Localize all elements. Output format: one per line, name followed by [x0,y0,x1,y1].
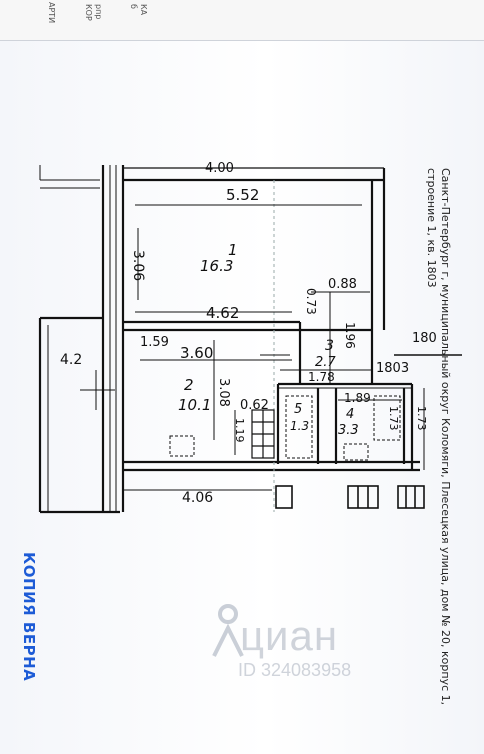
dim-room1-width: 4.62 [206,304,239,322]
watermark-brand: циан [240,612,339,659]
dim-0-88: 0.88 [328,277,357,292]
dim-1-78: 1.78 [308,370,335,384]
lower-grid-blocks [275,485,425,509]
dim-balcony: 4.2 [60,352,82,368]
dim-1-19: 1.19 [233,418,246,443]
room2-area: 10.1 [178,396,211,414]
watermark-id: ID 324083958 [238,660,352,680]
apartment-number-label: 1803 [376,361,409,376]
room5-number: 5 [294,402,302,417]
room2-number: 2 [184,376,194,394]
dim-1-89: 1.89 [344,391,371,405]
address-line-1: Санкт-Петербург г, муниципальный округ К… [439,168,452,706]
room3-area: 2.7 [315,355,336,370]
room3-number: 3 [325,338,334,354]
dim-0-73: 0.73 [304,288,318,315]
dim-1-73-right: 1.73 [415,406,428,431]
dim-0-62: 0.62 [240,398,269,413]
room1-area: 16.3 [200,257,233,275]
room4-area: 3.3 [338,423,359,438]
address-block: Санкт-Петербург г, муниципальный округ К… [424,168,452,705]
dim-3-08: 3.08 [216,378,231,407]
room5-area: 1.3 [290,419,309,433]
dim-1-73: 1.73 [387,406,400,431]
kitchen-stove [251,409,275,459]
dim-top-width: 5.52 [226,186,259,204]
address-line-2: строение 1, кв. 1803 [425,168,438,288]
apartment-number-label-partial: 180 [412,331,437,346]
dim-left-height: 3.06 [130,250,146,281]
room4-number: 4 [346,407,354,422]
cian-logo-icon [212,604,244,657]
dim-1-59: 1.59 [140,335,169,350]
dim-1-96: 1.96 [343,322,357,349]
previous-sheet-edge: АРТИ рпр КОР КА б [0,0,484,41]
bath-fixture [169,395,401,461]
room1-number: 1 [228,241,238,259]
dim-top: 4.00 [205,161,234,176]
dim-room2-width: 3.60 [180,344,213,362]
dim-bottom-width: 4.06 [182,490,213,506]
copy-certified-stamp: КОПИЯ ВЕРНА [20,552,38,682]
